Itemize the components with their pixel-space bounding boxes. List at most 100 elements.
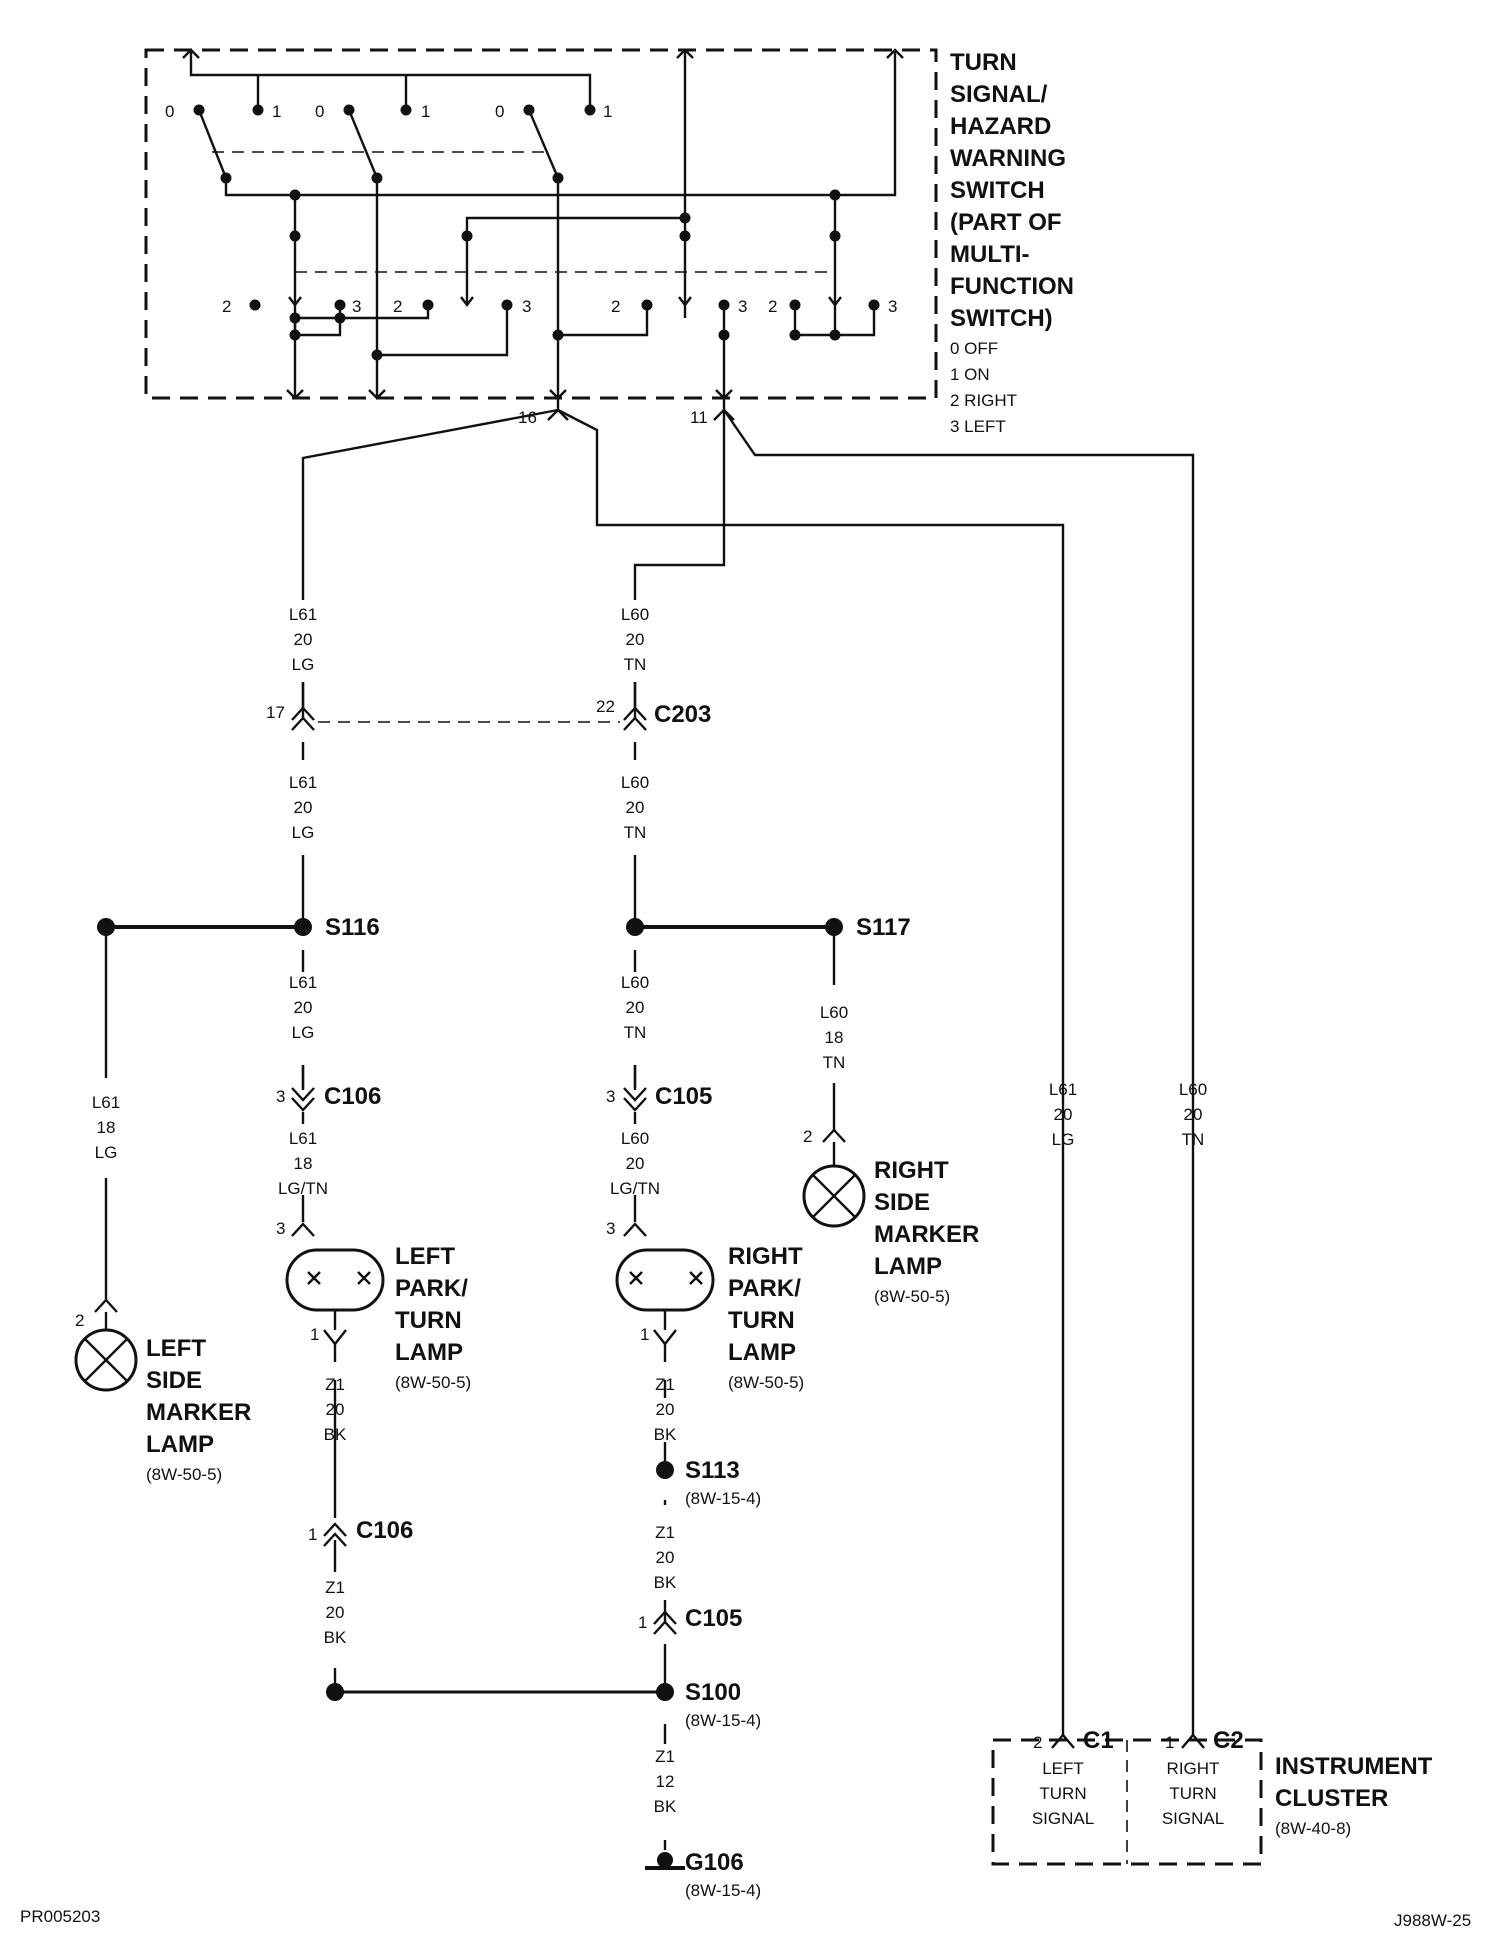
svg-text:(8W-50-5): (8W-50-5) bbox=[874, 1287, 950, 1306]
svg-text:1: 1 bbox=[640, 1325, 649, 1344]
svg-text:SIDE: SIDE bbox=[146, 1367, 202, 1394]
svg-text:HAZARD: HAZARD bbox=[950, 113, 1051, 140]
svg-text:LEFT: LEFT bbox=[1042, 1759, 1084, 1778]
svg-text:S117: S117 bbox=[856, 914, 911, 941]
svg-text:CLUSTER: CLUSTER bbox=[1275, 1785, 1388, 1812]
svg-text:S100: S100 bbox=[685, 1679, 741, 1706]
pos-label-2d: 2 bbox=[768, 297, 777, 316]
svg-text:TURN: TURN bbox=[728, 1307, 795, 1334]
instrument-cluster: 2 C1 1 C2 LEFT TURN SIGNAL RIGHT TURN SI… bbox=[991, 1727, 1433, 1866]
svg-text:(8W-50-5): (8W-50-5) bbox=[728, 1373, 804, 1392]
svg-text:C1: C1 bbox=[1083, 1727, 1114, 1754]
svg-text:BK: BK bbox=[654, 1425, 677, 1444]
svg-text:BK: BK bbox=[654, 1573, 677, 1592]
svg-text:TN: TN bbox=[624, 655, 647, 674]
svg-text:MARKER: MARKER bbox=[874, 1221, 979, 1248]
svg-text:LAMP: LAMP bbox=[146, 1431, 214, 1458]
svg-text:22: 22 bbox=[596, 697, 615, 716]
svg-text:2: 2 bbox=[803, 1127, 812, 1146]
svg-text:RIGHT: RIGHT bbox=[728, 1243, 803, 1270]
pos-label-0c: 0 bbox=[495, 102, 504, 121]
svg-text:20: 20 bbox=[294, 630, 313, 649]
svg-text:BK: BK bbox=[324, 1628, 347, 1647]
svg-text:3: 3 bbox=[606, 1087, 615, 1106]
svg-text:SIDE: SIDE bbox=[874, 1189, 930, 1216]
svg-text:L60: L60 bbox=[621, 773, 649, 792]
splice-s116: S116 bbox=[97, 914, 380, 1300]
pos-label-3d: 3 bbox=[888, 297, 897, 316]
svg-text:FUNCTION: FUNCTION bbox=[950, 273, 1074, 300]
pos-label-3b: 3 bbox=[522, 297, 531, 316]
pos-label-0b: 0 bbox=[315, 102, 324, 121]
svg-text:11: 11 bbox=[690, 408, 708, 427]
svg-text:18: 18 bbox=[825, 1028, 844, 1047]
connector-c105-upper: 3 C105 bbox=[606, 1065, 712, 1112]
connector-c203: 17 22 C203 bbox=[266, 682, 711, 731]
svg-text:20: 20 bbox=[1184, 1105, 1203, 1124]
svg-text:L61: L61 bbox=[289, 605, 317, 624]
svg-text:RIGHT: RIGHT bbox=[874, 1157, 949, 1184]
svg-text:WARNING: WARNING bbox=[950, 145, 1066, 172]
svg-text:(8W-15-4): (8W-15-4) bbox=[685, 1711, 761, 1730]
svg-text:(8W-40-8): (8W-40-8) bbox=[1275, 1819, 1351, 1838]
pos-label-1c: 1 bbox=[603, 102, 612, 121]
svg-text:LAMP: LAMP bbox=[874, 1253, 942, 1280]
svg-text:MARKER: MARKER bbox=[146, 1399, 251, 1426]
svg-text:BK: BK bbox=[324, 1425, 347, 1444]
splice-s117: S117 bbox=[626, 914, 911, 1130]
svg-text:LAMP: LAMP bbox=[395, 1339, 463, 1366]
svg-text:RIGHT: RIGHT bbox=[1167, 1759, 1220, 1778]
pos-label-0a: 0 bbox=[165, 102, 174, 121]
svg-text:(8W-15-4): (8W-15-4) bbox=[685, 1489, 761, 1508]
pos-label-1b: 1 bbox=[421, 102, 430, 121]
svg-text:TURN: TURN bbox=[950, 49, 1017, 76]
svg-text:L60: L60 bbox=[621, 1129, 649, 1148]
svg-text:1 ON: 1 ON bbox=[950, 365, 990, 384]
ground-g106: G106 (8W-15-4) bbox=[645, 1849, 761, 1900]
svg-text:PARK/: PARK/ bbox=[728, 1275, 801, 1302]
svg-text:3: 3 bbox=[276, 1219, 285, 1238]
svg-text:C2: C2 bbox=[1213, 1727, 1244, 1754]
svg-text:L61: L61 bbox=[1049, 1080, 1077, 1099]
svg-text:INSTRUMENT: INSTRUMENT bbox=[1275, 1753, 1433, 1780]
svg-text:3: 3 bbox=[276, 1087, 285, 1106]
svg-text:20: 20 bbox=[294, 798, 313, 817]
svg-text:(8W-50-5): (8W-50-5) bbox=[395, 1373, 471, 1392]
footer-right-code: J988W-25 bbox=[1394, 1911, 1471, 1930]
svg-text:MULTI-: MULTI- bbox=[950, 241, 1030, 268]
svg-text:L60: L60 bbox=[1179, 1080, 1207, 1099]
svg-text:20: 20 bbox=[626, 998, 645, 1017]
svg-text:18: 18 bbox=[97, 1118, 116, 1137]
svg-text:12: 12 bbox=[656, 1772, 675, 1791]
svg-text:L60: L60 bbox=[621, 973, 649, 992]
svg-text:C106: C106 bbox=[324, 1083, 381, 1110]
splice-s100: S100 (8W-15-4) bbox=[326, 1679, 761, 1730]
svg-text:3: 3 bbox=[606, 1219, 615, 1238]
svg-text:20: 20 bbox=[326, 1603, 345, 1622]
svg-text:TURN: TURN bbox=[1169, 1784, 1216, 1803]
svg-text:LEFT: LEFT bbox=[146, 1335, 206, 1362]
svg-text:17: 17 bbox=[266, 703, 285, 722]
svg-text:S116: S116 bbox=[325, 914, 380, 941]
svg-text:Z1: Z1 bbox=[325, 1375, 345, 1394]
svg-text:C106: C106 bbox=[356, 1517, 413, 1544]
svg-text:20: 20 bbox=[626, 630, 645, 649]
wire-labels: L61 20 LG L60 20 TN L61 20 LG L60 20 TN … bbox=[92, 605, 1207, 1816]
svg-text:2: 2 bbox=[75, 1311, 84, 1330]
svg-text:C105: C105 bbox=[685, 1605, 742, 1632]
svg-text:20: 20 bbox=[326, 1400, 345, 1419]
svg-text:1: 1 bbox=[310, 1325, 319, 1344]
svg-text:LG: LG bbox=[292, 823, 315, 842]
svg-text:Z1: Z1 bbox=[655, 1523, 675, 1542]
pos-label-1a: 1 bbox=[272, 102, 281, 121]
svg-text:SIGNAL: SIGNAL bbox=[1032, 1809, 1094, 1828]
turn-signal-switch: 0 1 0 1 0 1 2 3 2 bbox=[144, 48, 1074, 436]
svg-text:Z1: Z1 bbox=[655, 1375, 675, 1394]
svg-text:2 RIGHT: 2 RIGHT bbox=[950, 391, 1017, 410]
right-side-marker-lamp: 2 RIGHT SIDE MARKER LAMP (8W-50-5) bbox=[802, 1127, 979, 1306]
pos-label-2b: 2 bbox=[393, 297, 402, 316]
svg-text:L61: L61 bbox=[289, 773, 317, 792]
svg-text:LG: LG bbox=[292, 655, 315, 674]
svg-text:C203: C203 bbox=[654, 701, 711, 728]
